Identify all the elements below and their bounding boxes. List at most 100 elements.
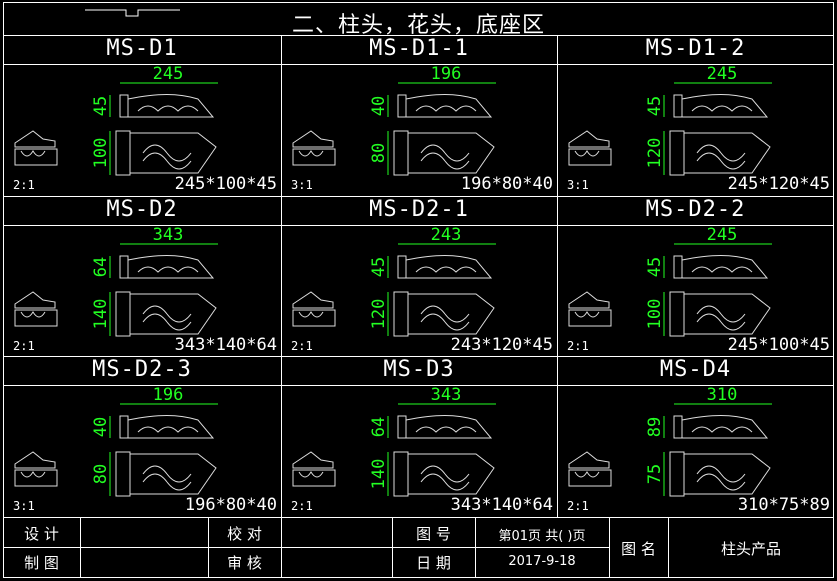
overall-size: 245*100*45 xyxy=(174,174,277,194)
length-dimension: 196 xyxy=(431,64,462,84)
upper-height-dimension: 64 xyxy=(369,417,389,437)
overall-size: 343*140*64 xyxy=(174,335,277,355)
grid-line xyxy=(3,385,281,386)
scale-ratio: 3:1 xyxy=(13,499,35,513)
grid-line xyxy=(557,64,834,65)
length-dimension: 310 xyxy=(707,385,738,405)
grid-line xyxy=(392,517,393,578)
product-code: MS-D1 xyxy=(106,36,178,61)
design-label: 设 计 xyxy=(24,525,59,543)
grid-line xyxy=(3,196,834,197)
scale-ratio: 2:1 xyxy=(567,499,589,513)
overall-size: 343*140*64 xyxy=(450,495,553,515)
capital-drawing: 310 89 75 xyxy=(568,385,772,497)
check-label: 校 对 xyxy=(227,525,262,543)
length-dimension: 243 xyxy=(431,225,462,245)
lower-height-dimension: 80 xyxy=(91,464,111,484)
lower-height-dimension: 100 xyxy=(91,138,111,169)
lower-height-dimension: 80 xyxy=(369,143,389,163)
scale-ratio: 2:1 xyxy=(13,339,35,353)
scale-ratio: 2:1 xyxy=(291,499,313,513)
overall-size: 243*120*45 xyxy=(450,335,553,355)
lower-height-dimension: 120 xyxy=(369,299,389,330)
product-code: MS-D2-1 xyxy=(369,197,469,222)
grid-line xyxy=(3,225,281,226)
length-dimension: 245 xyxy=(707,225,738,245)
upper-height-dimension: 40 xyxy=(91,417,111,437)
length-dimension: 245 xyxy=(153,64,184,84)
drawing-frame xyxy=(3,2,834,578)
upper-height-dimension: 64 xyxy=(91,257,111,277)
capital-drawing: 243 45 120 xyxy=(292,225,496,337)
capital-drawing: 196 40 80 xyxy=(292,64,496,176)
product-cell: MS-D2-3 196 40 80 3:1 196*80*40 xyxy=(3,356,281,517)
product-cell: MS-D2 343 64 140 2:1 343*140*64 xyxy=(3,196,281,357)
lower-height-dimension: 75 xyxy=(645,464,665,484)
name-value: 柱头产品 xyxy=(720,540,781,558)
product-cell: MS-D3 343 64 140 2:1 343*140*64 xyxy=(281,356,557,517)
length-dimension: 343 xyxy=(431,385,462,405)
grid-line xyxy=(668,517,669,578)
drawing-label: 制 图 xyxy=(24,554,59,572)
overall-size: 196*80*40 xyxy=(460,174,553,194)
capital-drawing: 343 64 140 xyxy=(14,225,218,337)
product-cell: MS-D4 310 89 75 2:1 310*75*89 xyxy=(557,356,834,517)
grid-line xyxy=(3,356,834,357)
grid-line xyxy=(557,385,834,386)
overall-size: 245*100*45 xyxy=(727,335,830,355)
grid-line xyxy=(475,517,476,578)
product-code: MS-D3 xyxy=(383,357,455,382)
product-code: MS-D2-3 xyxy=(92,357,192,382)
date-value: 2017-9-18 xyxy=(508,554,576,569)
capital-drawing: 196 40 80 xyxy=(14,385,218,497)
scale-ratio: 2:1 xyxy=(13,178,35,192)
overall-size: 245*120*45 xyxy=(727,174,830,194)
scale-ratio: 2:1 xyxy=(567,339,589,353)
lower-height-dimension: 140 xyxy=(91,299,111,330)
page-title: 二、柱头，花头，底座区 xyxy=(291,13,545,38)
scale-ratio: 3:1 xyxy=(567,178,589,192)
upper-height-dimension: 40 xyxy=(369,96,389,116)
upper-height-dimension: 45 xyxy=(645,96,665,116)
corner-mark xyxy=(85,9,180,17)
length-dimension: 245 xyxy=(707,64,738,84)
scale-ratio: 2:1 xyxy=(291,339,313,353)
grid-line xyxy=(557,35,558,517)
scale-ratio: 3:1 xyxy=(291,178,313,192)
product-cell: MS-D2-1 243 45 120 2:1 243*120*45 xyxy=(281,196,557,357)
grid-line xyxy=(80,517,81,578)
overall-size: 196*80*40 xyxy=(184,495,277,515)
grid-line xyxy=(3,64,281,65)
length-dimension: 196 xyxy=(153,385,184,405)
grid-line xyxy=(281,385,557,386)
grid-line xyxy=(281,64,557,65)
grid-line xyxy=(281,517,282,578)
upper-height-dimension: 45 xyxy=(369,257,389,277)
fig-no-value: 第01页 共( )页 xyxy=(498,529,586,544)
review-label: 审 核 xyxy=(227,554,262,572)
date-label: 日 期 xyxy=(416,554,451,572)
product-code: MS-D4 xyxy=(659,357,732,382)
overall-size: 310*75*89 xyxy=(737,495,830,515)
grid-line xyxy=(3,547,609,548)
grid-line xyxy=(281,225,557,226)
product-code: MS-D1-2 xyxy=(645,36,746,61)
name-label: 图 名 xyxy=(621,540,656,558)
length-dimension: 343 xyxy=(153,225,184,245)
grid-line xyxy=(3,35,834,36)
product-code: MS-D2 xyxy=(106,197,178,222)
lower-height-dimension: 100 xyxy=(645,299,665,330)
grid-line xyxy=(3,517,834,518)
grid-line xyxy=(208,517,209,578)
grid-line xyxy=(609,517,610,578)
upper-height-dimension: 89 xyxy=(645,417,665,437)
grid-line xyxy=(281,35,282,517)
lower-height-dimension: 140 xyxy=(369,459,389,490)
